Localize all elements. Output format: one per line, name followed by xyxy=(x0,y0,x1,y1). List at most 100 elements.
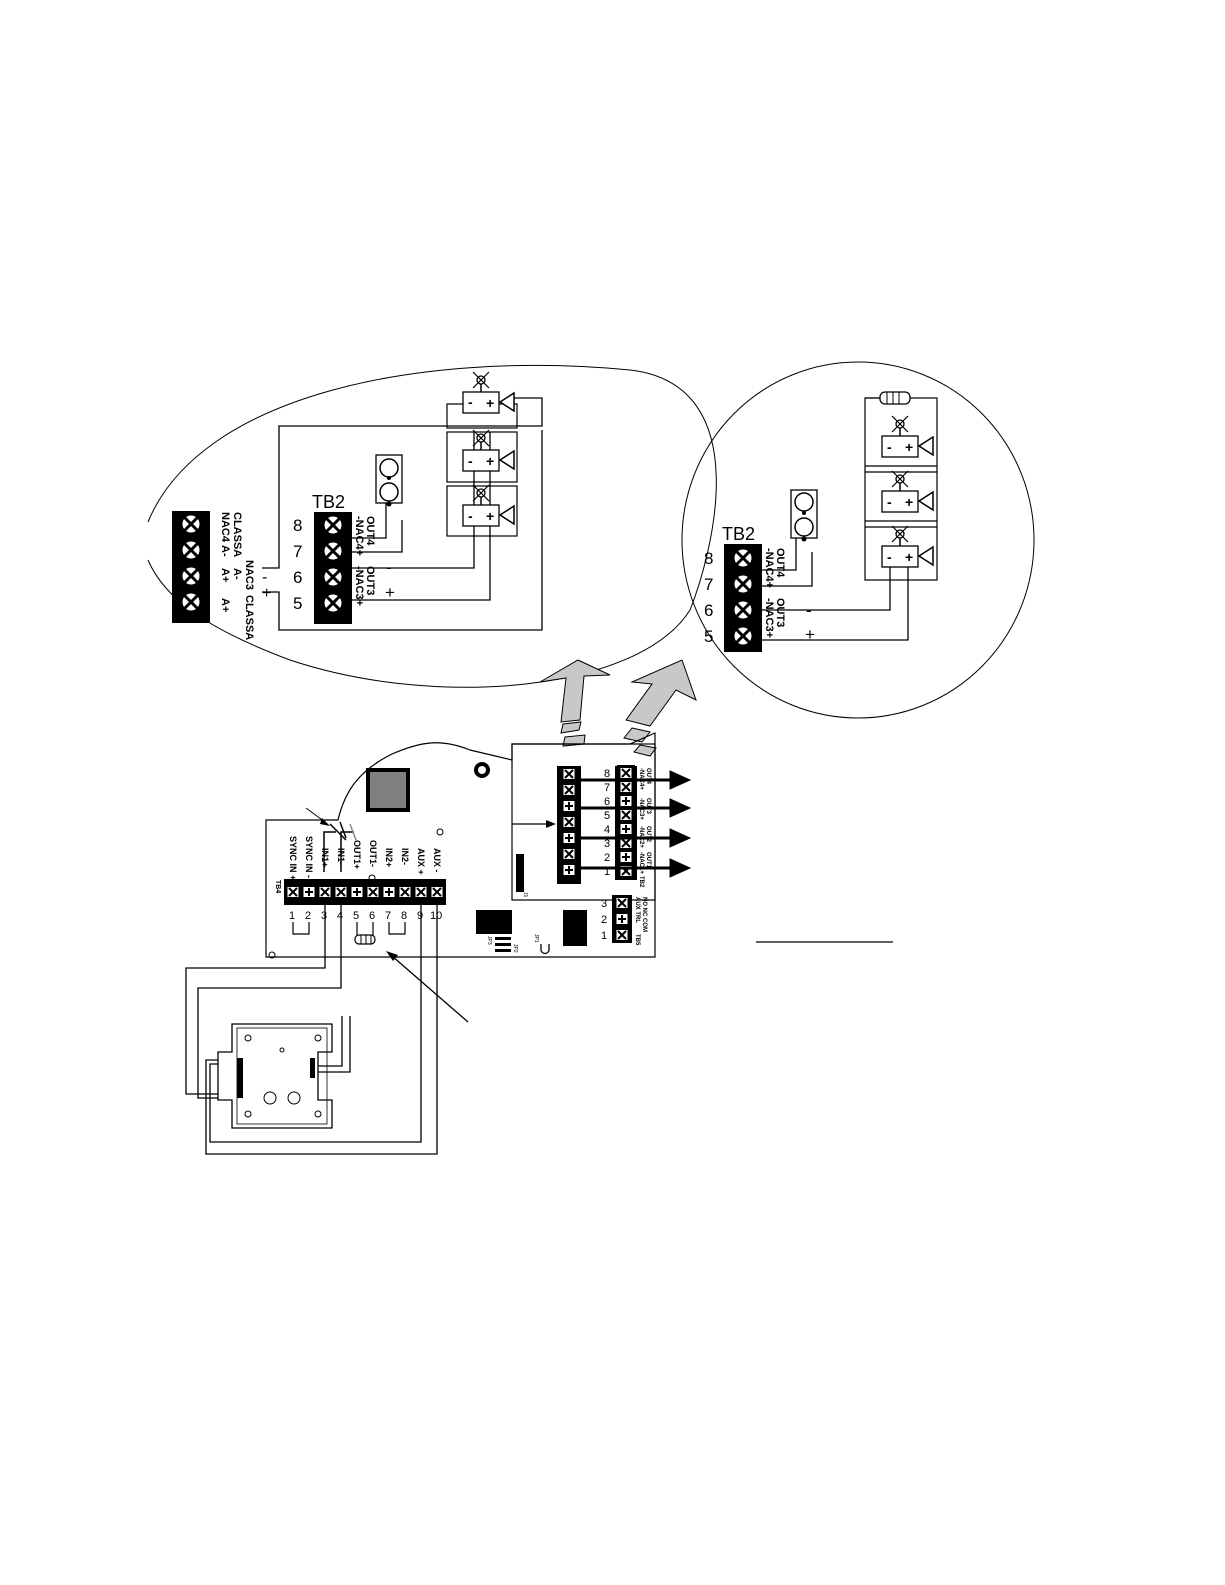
tb5-num-1: 1 xyxy=(601,930,607,942)
svg-text:-: - xyxy=(468,394,473,410)
classa-label: A- xyxy=(231,568,243,580)
tb5-num-3: 3 xyxy=(601,898,607,910)
lower-module xyxy=(185,905,438,1155)
right-detail-callout: TB2 8 7 6 5 -NAC4+ OUT4 -NAC3+ OUT3 - + xyxy=(681,361,1035,719)
tb4-label: TB4 xyxy=(274,880,281,893)
tb4-term-6: OUT1- xyxy=(368,840,378,867)
left-out-plus: + xyxy=(385,583,395,602)
left-detail-callout: NAC4 CLASSA A- A+ A- A+ NAC3 CLASSA xyxy=(147,364,717,688)
tb4-term-5: OUT1+ xyxy=(352,840,362,869)
tb2-out4: OUT4 xyxy=(645,768,651,785)
svg-text:+: + xyxy=(486,453,494,469)
tb4-numbers: 1 2 3 4 5 6 7 8 9 10 xyxy=(289,910,442,922)
svg-text:9: 9 xyxy=(417,910,423,922)
classa-label: A+ xyxy=(219,598,231,612)
tb2-num-5: 5 xyxy=(604,810,610,822)
svg-text:NAC4: NAC4 xyxy=(219,512,231,543)
jp2-label: JP2 xyxy=(512,944,518,953)
right-out-plus: + xyxy=(805,625,815,644)
tb2-num-3: 3 xyxy=(604,838,610,850)
svg-text:A+: A+ xyxy=(219,598,231,612)
tb4-term-3: IN1+ xyxy=(320,848,330,867)
svg-text:6: 6 xyxy=(369,910,375,922)
svg-text:+: + xyxy=(486,508,494,524)
right-horn-strobe-1: - + xyxy=(881,415,934,458)
svg-text:-: - xyxy=(468,508,473,524)
left-out-minus: - xyxy=(386,558,392,577)
tb4-term-7: IN2+ xyxy=(384,848,394,867)
classa-label: A+ xyxy=(219,568,231,582)
svg-text:7: 7 xyxy=(385,910,391,922)
svg-text:+: + xyxy=(905,494,913,510)
right-term-7: 7 xyxy=(704,575,713,594)
svg-text:+: + xyxy=(905,439,913,455)
svg-text:4: 4 xyxy=(337,910,343,922)
left-eol-devices xyxy=(375,454,403,507)
left-term-7: 7 xyxy=(293,542,302,561)
left-out3-label: OUT3 xyxy=(364,566,376,595)
right-horn-strobe-2: - + xyxy=(881,470,934,513)
board-eol-resistor xyxy=(354,922,376,945)
classa-label: CLASSA xyxy=(231,512,243,557)
svg-text:+: + xyxy=(486,395,494,411)
tb4-terminal-labels: SYNC IN + SYNC IN - IN1+ IN1- OUT1+ OUT1… xyxy=(288,836,442,880)
tb2-num-6: 6 xyxy=(604,796,610,808)
right-out3-label: OUT3 xyxy=(774,598,786,627)
tb2-num-2: 2 xyxy=(604,852,610,864)
svg-text:5: 5 xyxy=(353,910,359,922)
svg-text:+: + xyxy=(905,549,913,565)
classa-label: NAC4 xyxy=(219,512,231,543)
left-nac3-label: -NAC3+ xyxy=(353,566,365,606)
tb2-tag: TB2 xyxy=(638,876,644,888)
right-term-5: 5 xyxy=(704,627,713,646)
right-out4-label: OUT4 xyxy=(774,548,786,578)
main-board: J1 8 7 6 5 4 3 2 1 -NAC4+ OUT4 -NAC xyxy=(265,732,893,1023)
svg-text:CLASSA: CLASSA xyxy=(231,512,243,557)
left-horn-strobe-2: - + xyxy=(446,429,518,483)
output-arrows xyxy=(580,770,692,878)
svg-text:A+: A+ xyxy=(219,568,231,582)
classa-label: CLASSA xyxy=(243,595,255,640)
tb2-out2: OUT2 xyxy=(645,826,651,843)
tb2-out3: OUT3 xyxy=(645,798,651,815)
tb2-num-4: 4 xyxy=(604,824,610,836)
tb4-term-1: SYNC IN + xyxy=(288,836,298,880)
right-horn-strobe-3: - + xyxy=(881,525,934,568)
svg-text:-: - xyxy=(887,549,892,565)
classa-label: NAC3 xyxy=(243,560,255,590)
j1-label: J1 xyxy=(522,892,528,898)
right-term-6: 6 xyxy=(704,601,713,620)
svg-text:NAC3: NAC3 xyxy=(243,560,255,590)
svg-text:8: 8 xyxy=(401,910,407,922)
left-term-6: 6 xyxy=(293,568,302,587)
jp1-label: JP1 xyxy=(533,934,539,943)
tb2-out1: OUT1 xyxy=(645,852,651,869)
left-horn-strobe-3: - + xyxy=(446,484,518,537)
left-classa-plus: + xyxy=(262,585,271,602)
tb4-term-8: IN2- xyxy=(400,848,410,865)
jp3-label: JP3 xyxy=(486,936,492,945)
right-nac4-label: -NAC4+ xyxy=(763,548,775,588)
svg-text:1: 1 xyxy=(289,910,295,922)
tb5-num-2: 2 xyxy=(601,914,607,926)
right-out-minus: - xyxy=(806,601,812,620)
tb4-term-2: SYNC IN - xyxy=(304,836,314,878)
tb5-no-nc-com: NO NC COM xyxy=(641,897,647,932)
tb5-label: TB5 xyxy=(634,934,640,946)
left-tb2-label: TB2 xyxy=(312,492,345,512)
svg-text:10: 10 xyxy=(430,910,442,922)
left-nac4-label: -NAC4+ xyxy=(353,516,365,556)
svg-text:A-: A- xyxy=(219,545,231,557)
svg-text:3: 3 xyxy=(321,910,327,922)
tb4-term-10: AUX - xyxy=(432,848,442,873)
right-nac3-label: -NAC3+ xyxy=(763,598,775,638)
classa-label: A- xyxy=(219,545,231,557)
tb4-term-9: AUX + xyxy=(416,848,426,875)
tb2-num-1: 1 xyxy=(604,866,610,878)
svg-text:2: 2 xyxy=(305,910,311,922)
left-out4-label: OUT4 xyxy=(364,516,376,546)
svg-text:-: - xyxy=(887,439,892,455)
relay-contact-symbol xyxy=(323,821,357,872)
tb2-nac1: -NAC1+ xyxy=(638,852,644,874)
